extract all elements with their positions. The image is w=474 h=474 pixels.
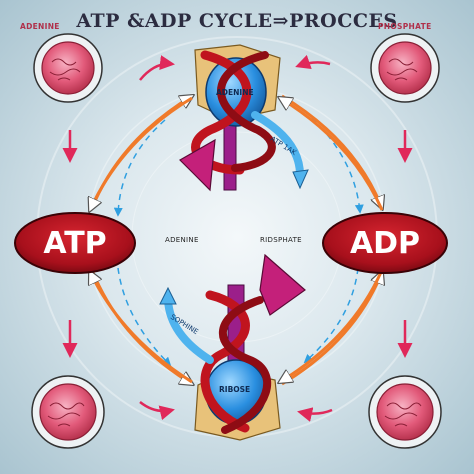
bottom-helix [159,253,306,441]
cell-bottom-left [31,375,105,449]
label-top-right: PHOSPHATE [378,22,432,31]
diagram-title: ATP &ADP CYCLE⇒PROCCES [76,10,398,32]
label-mid-left: ADENINE [165,236,199,244]
cell-top-right [370,33,440,103]
cell-bottom-right [368,375,442,449]
atp-label: ATP [43,226,106,261]
label-helix-top: ADENINE [216,88,254,97]
label-helix-bottom: RIBOSE [219,385,251,394]
label-top-left: ADENINE [20,22,60,31]
pink-arrows [62,54,413,422]
cell-top-left [33,33,103,103]
adp-molecule: ADP [322,212,448,274]
label-mid-right: RIDSPHATE [260,236,302,244]
atp-molecule: ATP [14,212,136,274]
orange-arrows [90,96,382,384]
top-helix [179,44,309,192]
adp-label: ADP [350,226,420,261]
